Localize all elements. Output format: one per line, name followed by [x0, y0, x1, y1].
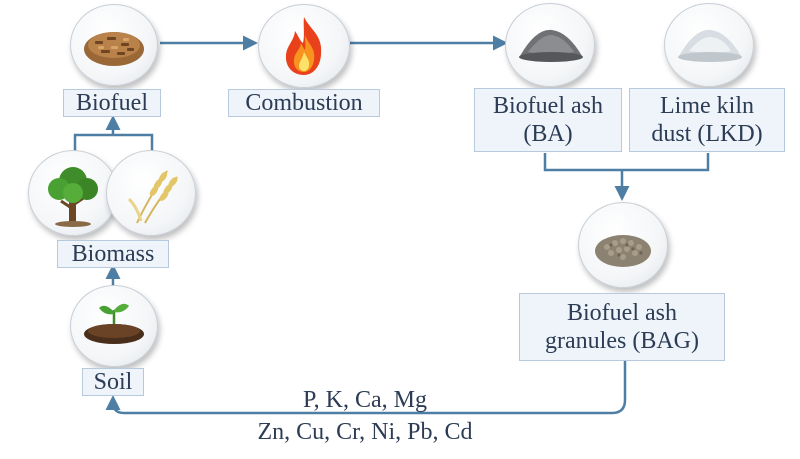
- macronutrients-line: P, K, Ca, Mg: [302, 387, 428, 413]
- combustion-label: Combustion: [228, 89, 380, 117]
- ash-granules-node: [578, 202, 668, 288]
- biofuel-ash-label: Biofuel ash (BA): [474, 88, 622, 152]
- soil-label: Soil: [82, 368, 144, 396]
- soil-node: [70, 285, 158, 367]
- biomass-tree-node: [28, 150, 118, 236]
- combustion-node: [258, 4, 350, 88]
- ash-pile-icon: [519, 29, 583, 62]
- flame-icon: [285, 17, 322, 75]
- tree-icon: [48, 167, 98, 227]
- lime-kiln-dust-label: Lime kiln dust (LKD): [629, 88, 785, 152]
- biomass-wheat-node: [106, 150, 196, 236]
- arrow-granules-to-soil: [105, 360, 627, 415]
- wheat-icon: [127, 170, 178, 224]
- connector-ba-lkd-merge: [543, 153, 710, 172]
- trace-metals-line: Zn, Cu, Cr, Ni, Pb, Cd: [257, 419, 473, 445]
- granules-icon: [595, 235, 651, 267]
- biofuel-label: Biofuel: [63, 89, 161, 117]
- ash-granules-label: Biofuel ash granules (BAG): [519, 293, 725, 361]
- biomass-label: Biomass: [57, 240, 169, 268]
- lime-kiln-dust-node: [664, 3, 754, 87]
- dust-pile-icon: [678, 29, 742, 62]
- returned-elements-text: P, K, Ca, Mg Zn, Cu, Cr, Ni, Pb, Cd: [205, 384, 525, 448]
- sprout-soil-icon: [84, 303, 144, 344]
- biofuel-ash-node: [505, 3, 595, 87]
- wood-pellets-icon: [84, 32, 144, 66]
- biofuel-node: [70, 4, 158, 86]
